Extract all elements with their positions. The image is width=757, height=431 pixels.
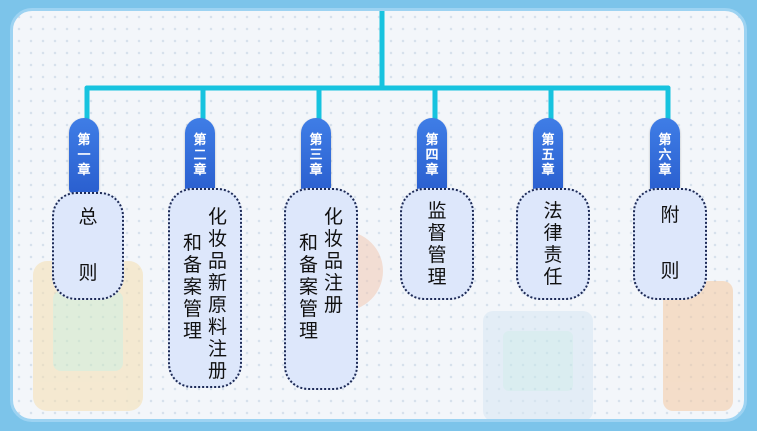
chapter-tab: 第 二 章 [185,118,215,193]
chapter-tab: 第 三 章 [301,118,331,193]
title-column: 总 则 [78,206,98,284]
title-column: 和 备 案 管 理 [298,232,318,342]
chapter-title-box: 化 妆 品 新 原 料 注 册 和 备 案 管 理 [168,188,242,388]
chapter-tab: 第 四 章 [417,118,447,193]
chapter-tab: 第 五 章 [533,118,563,193]
title-column: 化 妆 品 新 原 料 注 册 [208,206,228,382]
chapter-title-box: 化 妆 品 注 册 和 备 案 管 理 [284,188,358,390]
chapter-title-box: 法 律 责 任 [516,188,590,300]
title-column: 法 律 责 任 [543,200,563,288]
title-column: 和 备 案 管 理 [182,232,202,342]
chapter-tab: 第 六 章 [650,118,680,193]
title-column: 化 妆 品 注 册 [324,206,344,316]
chapter-tab: 第 一 章 [69,118,99,193]
chapter-title-box: 监 督 管 理 [400,188,474,300]
chapter-title-box: 附 则 [633,188,707,300]
connector-lines [84,11,671,124]
title-column: 附 则 [660,204,680,282]
title-column: 监 督 管 理 [427,200,447,288]
chapter-title-box: 总 则 [52,192,124,300]
